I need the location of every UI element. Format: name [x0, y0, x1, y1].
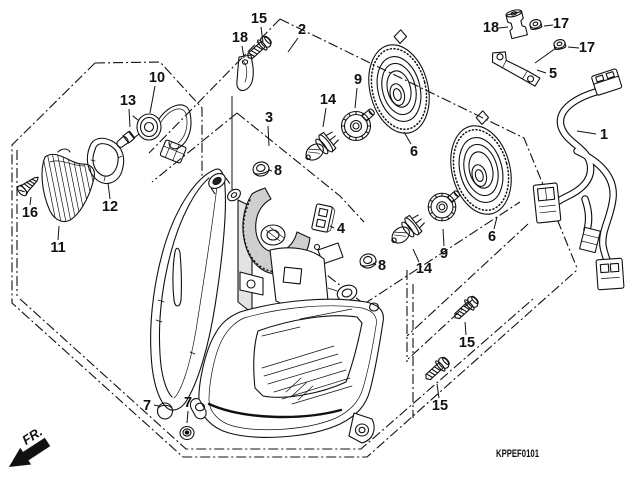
harness-connector-left: [532, 182, 562, 224]
callout-part-7[interactable]: 7: [184, 395, 192, 411]
callout-part-5[interactable]: 5: [549, 66, 557, 82]
callout-part-15[interactable]: 15: [432, 398, 448, 414]
screw-15-low: [421, 354, 453, 385]
callout-leader-11: [57, 225, 60, 241]
rubber-boot-6-upper: [356, 25, 439, 141]
headlight-bulb-14-upper: [299, 127, 343, 168]
callout-leader-8: [372, 262, 377, 266]
callout-leader-14: [322, 107, 327, 128]
headlight-assembly: [150, 168, 384, 444]
callout-leader-15: [436, 383, 440, 399]
diagram-code: KPPEF0101: [496, 448, 539, 460]
rubber-18-right: [505, 9, 528, 40]
fr-indicator: FR.: [8, 424, 51, 468]
callout-part-18[interactable]: 18: [232, 30, 248, 46]
rubber-boot-6-lower: [438, 106, 521, 222]
callout-part-8[interactable]: 8: [274, 163, 282, 179]
callout-part-13[interactable]: 13: [120, 93, 136, 109]
callout-leader-7: [153, 404, 160, 407]
nut-17-upper: [528, 17, 543, 31]
callout-part-4[interactable]: 4: [337, 221, 345, 237]
bulb-13: [116, 130, 136, 148]
harness-connector-top: [591, 68, 623, 96]
callout-leader-17: [543, 24, 554, 27]
bracket-18-left: [236, 54, 254, 92]
wiring-harness-1: [532, 68, 625, 291]
callout-leader-7: [186, 410, 189, 424]
callout-part-7[interactable]: 7: [143, 398, 151, 414]
callout-leader-14: [412, 248, 420, 263]
callout-leader-18: [498, 26, 509, 29]
stay-bracket-5: [491, 51, 541, 87]
callout-part-17[interactable]: 17: [553, 16, 569, 32]
callout-part-1[interactable]: 1: [600, 127, 608, 143]
callout-leader-18: [241, 45, 245, 59]
callout-part-9[interactable]: 9: [440, 246, 448, 262]
callout-leader-17: [567, 46, 580, 49]
position-lamp-socket-10: [132, 104, 192, 164]
cap-7: [156, 402, 174, 420]
callout-leader-6: [403, 131, 412, 145]
callout-part-10[interactable]: 10: [149, 70, 165, 86]
callout-part-8[interactable]: 8: [378, 258, 386, 274]
headlight-bulb-14-lower: [385, 210, 429, 251]
cover-11: [41, 148, 95, 223]
callout-part-16[interactable]: 16: [22, 205, 38, 221]
bulb-socket-9-lower: [427, 189, 461, 222]
callout-leader-15: [464, 321, 467, 336]
screw-15-mid: [450, 293, 482, 324]
bulb-socket-9-upper: [340, 107, 376, 142]
callout-leader-6: [493, 216, 498, 230]
callout-part-9[interactable]: 9: [354, 72, 362, 88]
callout-part-2[interactable]: 2: [298, 22, 306, 38]
callout-leader-9: [442, 228, 445, 247]
callout-part-12[interactable]: 12: [102, 199, 118, 215]
callout-part-6[interactable]: 6: [410, 144, 418, 160]
attachment-lines: [231, 47, 557, 190]
callout-leader-2: [287, 37, 299, 53]
callout-part-3[interactable]: 3: [265, 110, 273, 126]
callout-part-6[interactable]: 6: [488, 229, 496, 245]
callout-part-18[interactable]: 18: [483, 20, 499, 36]
callout-part-15[interactable]: 15: [459, 335, 475, 351]
callout-leader-12: [107, 182, 111, 200]
callout-leader-10: [149, 85, 156, 114]
callout-leader-15: [260, 26, 264, 43]
callout-leader-5: [536, 69, 547, 74]
callout-leader-16: [29, 196, 32, 206]
group-boundary-lines: [11, 18, 578, 458]
grommet-8-lower: [358, 251, 378, 271]
callout-leader-1: [576, 130, 597, 135]
fr-direction-arrow-icon: [8, 437, 51, 468]
callout-leader-4: [329, 225, 335, 229]
callout-part-14[interactable]: 14: [320, 92, 336, 108]
headlight-lens: [189, 298, 384, 444]
callout-leader-3: [267, 125, 270, 147]
callout-part-11[interactable]: 11: [50, 240, 65, 256]
harness-connector-bottom: [595, 257, 625, 291]
seal-ring-12: [86, 137, 125, 184]
callout-part-14[interactable]: 14: [416, 261, 432, 277]
callout-leader-13: [128, 108, 131, 128]
grommet-7: [179, 425, 195, 441]
harness-connector-mid: [579, 226, 601, 254]
callout-part-17[interactable]: 17: [579, 40, 595, 56]
callout-leader-8: [267, 169, 273, 172]
screw-15-top: [243, 33, 275, 64]
callout-part-15[interactable]: 15: [251, 11, 267, 27]
callout-leader-9: [354, 87, 358, 109]
screw-16: [17, 176, 39, 197]
grommet-8-upper: [251, 159, 271, 179]
nut-17-lower: [552, 37, 567, 51]
clip-4: [311, 203, 336, 233]
